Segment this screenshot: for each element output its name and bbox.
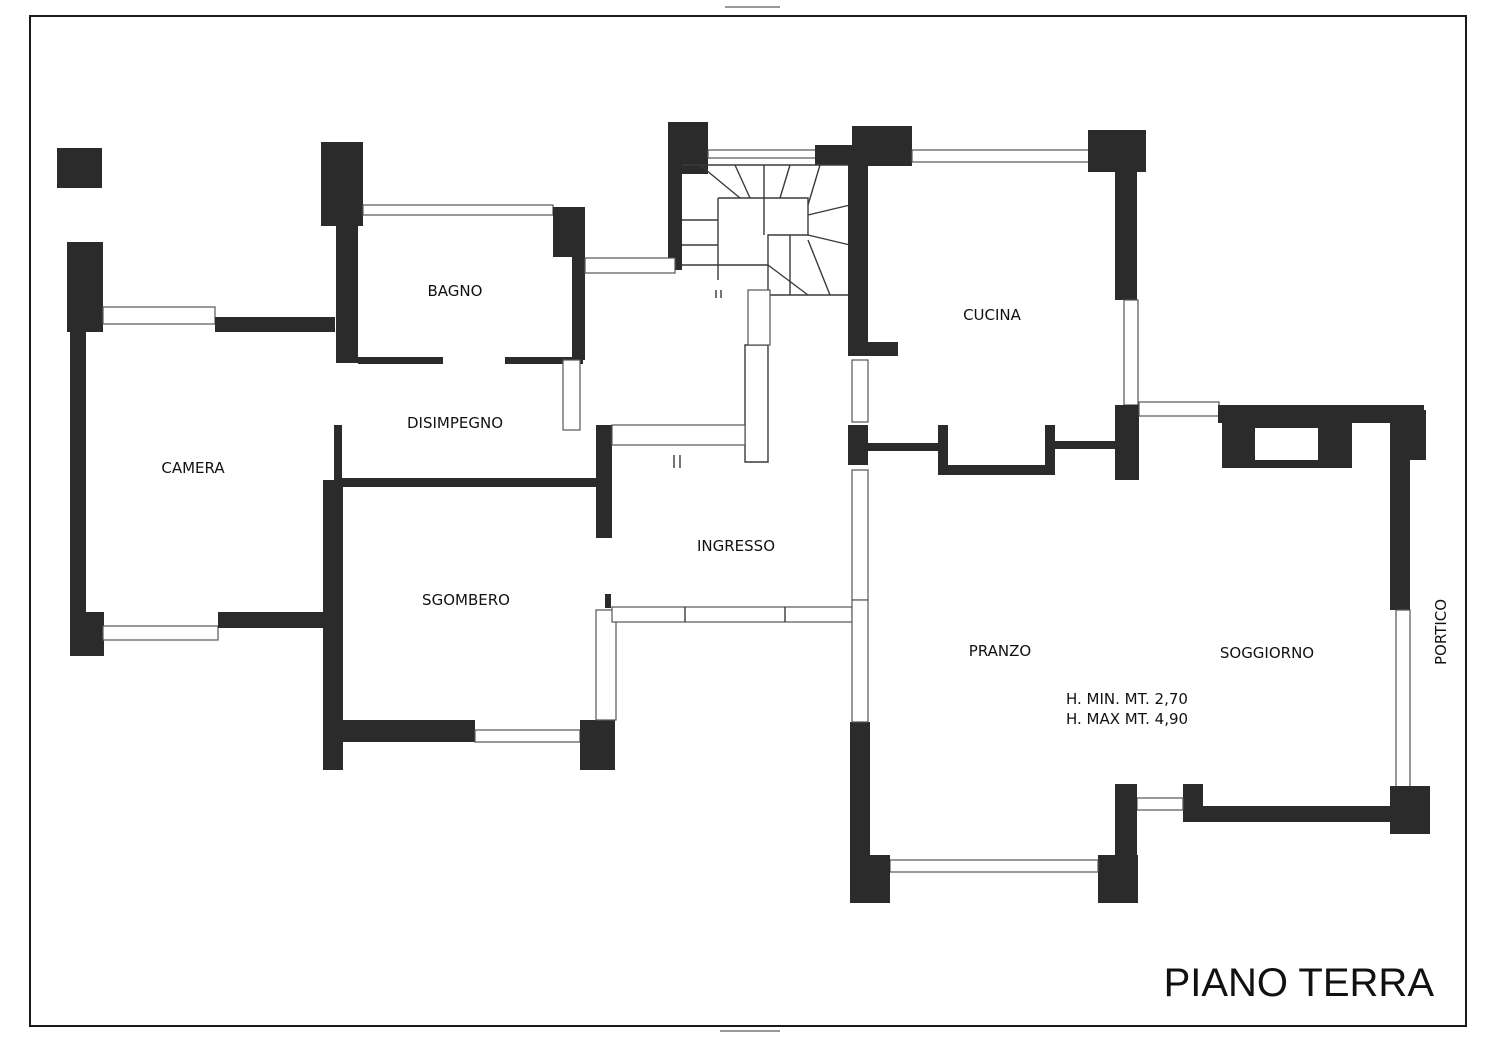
drawing-title: PIANO TERRA	[1164, 961, 1435, 1005]
wall-cucina-west	[848, 160, 868, 355]
wall-cucina-se	[1115, 405, 1139, 480]
wall-thin-sgombero-east	[595, 609, 617, 721]
wall-bagno-south-b	[505, 357, 583, 364]
wall-cucina-sw	[848, 342, 898, 356]
wall-soggiorno-ne	[1410, 410, 1426, 460]
scan-mark-bottom	[720, 1030, 780, 1032]
staircase	[682, 164, 851, 298]
wall-pranzo-se-jamb	[1115, 784, 1137, 864]
stair-tread-11	[767, 264, 809, 296]
window-soggiorno-north	[1138, 401, 1220, 417]
scan-mark-top	[725, 6, 780, 8]
window-sgombero	[474, 729, 581, 743]
label-soggiorno: SOGGIORNO	[1220, 644, 1314, 662]
window-cucina-north	[911, 149, 1091, 163]
fireplace	[1222, 420, 1352, 468]
stair-tread-9	[807, 239, 831, 296]
door-disimpegno-east	[562, 359, 581, 431]
window-bagno	[362, 204, 554, 216]
column-pranzo-se	[1098, 855, 1138, 903]
wall-thin-ingresso-north	[611, 424, 746, 446]
column-bagno-nw	[321, 142, 363, 226]
wall-camera-west	[70, 320, 86, 640]
wall-cucina-south-a	[868, 443, 938, 451]
wall-stair-ne	[815, 145, 853, 165]
wall-pranzo-west	[850, 722, 870, 862]
label-sgombero: SGOMBERO	[422, 591, 510, 609]
label-pranzo: PRANZO	[969, 642, 1031, 660]
height-note-max: H. MAX MT. 4,90	[1066, 710, 1188, 728]
window-cucina-east	[1123, 299, 1139, 406]
window-pranzo-west	[851, 599, 869, 723]
label-cucina: CUCINA	[963, 306, 1022, 324]
wall-camera-south	[218, 612, 335, 628]
wall-thin-landing	[584, 257, 676, 274]
wall-stub-ingresso	[605, 594, 611, 608]
label-disimpegno: DISIMPEGNO	[407, 414, 503, 432]
wall-cucina-nook-west	[938, 425, 948, 475]
column-cucina-sw	[848, 425, 868, 465]
wall-camera-north	[215, 317, 335, 332]
stair-tread-4	[734, 164, 751, 199]
wall-cucina-nook-east	[1045, 425, 1055, 475]
window-soggiorno-east	[1395, 609, 1411, 789]
wall-soggiorno-north	[1218, 405, 1424, 423]
column-pranzo-sw	[850, 855, 890, 903]
stair-tread-5	[779, 164, 791, 199]
wall-camera-sw	[70, 612, 104, 656]
door-cucina-west	[851, 359, 869, 423]
wall-soggiorno-east	[1390, 410, 1410, 610]
wall-sgombero-west	[323, 480, 343, 770]
label-ingresso: INGRESSO	[697, 537, 775, 555]
wall-sgombero-north	[334, 478, 598, 487]
wall-cucina-east	[1115, 165, 1137, 300]
stair-tread-7	[807, 204, 851, 216]
window-soggiorno-south	[1136, 797, 1184, 811]
stair-tread-3	[699, 164, 741, 199]
window-stair	[707, 149, 819, 159]
wall-sgombero-south	[323, 720, 475, 742]
height-note-min: H. MIN. MT. 2,70	[1066, 690, 1188, 708]
wall-ingresso-west	[596, 425, 612, 538]
sheet-frame	[29, 15, 1467, 1027]
stair-inner	[718, 197, 809, 265]
wall-cucina-south-b	[1053, 441, 1115, 449]
wall-disimpegno-west	[334, 425, 342, 480]
wall-cucina-nook-south	[938, 465, 1053, 475]
wall-thin-ingresso-south	[611, 606, 853, 623]
wall-bagno-west	[336, 215, 358, 363]
wall-camera-nw	[67, 242, 103, 332]
wall-bagno-east	[572, 250, 585, 360]
stair-tread-6	[807, 164, 821, 206]
label-camera: CAMERA	[161, 459, 225, 477]
wall-bagno-south-a	[358, 357, 443, 364]
label-bagno: BAGNO	[428, 282, 483, 300]
wall-soggiorno-south	[1183, 806, 1393, 822]
stair-outline	[682, 164, 851, 296]
window-camera-south	[102, 625, 219, 641]
column-nw	[57, 148, 102, 188]
column-bagno-ne	[553, 207, 585, 257]
column-sgombero-se	[580, 720, 615, 770]
stair-tread-8	[807, 234, 851, 246]
window-pranzo-south	[889, 859, 1099, 873]
label-portico: PORTICO	[1432, 599, 1450, 665]
column-cucina-nw	[852, 126, 912, 166]
column-soggiorno-se	[1390, 786, 1430, 834]
wall-stair-west	[668, 165, 682, 270]
window-camera-north	[102, 306, 216, 325]
stair-landing-panel	[747, 289, 771, 346]
door-ingresso-east	[851, 469, 869, 601]
